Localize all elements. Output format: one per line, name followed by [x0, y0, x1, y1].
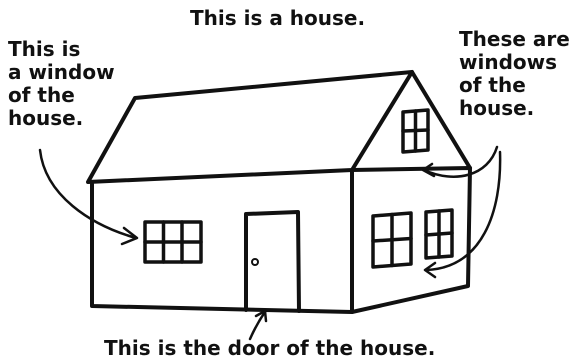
left-window-label-line: of the: [8, 83, 75, 107]
gable-edge: [410, 70, 472, 170]
right-windows-label-line: windows: [459, 50, 558, 74]
right-windows-label: These are windows of the house.: [459, 28, 570, 120]
right-windows-label-line: These are: [459, 27, 570, 51]
left-window-label-line: This is: [8, 37, 81, 61]
roof-slope: [86, 70, 414, 184]
left-window-label: This is a window of the house.: [8, 38, 115, 130]
arrow-to-front-window: [38, 148, 139, 246]
left-window-label-line: house.: [8, 106, 84, 130]
front-window: [143, 220, 203, 264]
side-window-1: [371, 211, 413, 269]
roof: [86, 70, 472, 184]
arrow-to-gable-window: [421, 145, 499, 178]
right-windows-label-line: house.: [459, 96, 535, 120]
gable-window: [401, 108, 430, 154]
arrow-to-side-windows: [423, 150, 502, 279]
side-wall: [350, 166, 472, 314]
title-label: This is a house.: [190, 6, 366, 30]
front-wall: [90, 168, 354, 314]
door-knob: [251, 258, 259, 266]
door-label: This is the door of the house.: [104, 336, 436, 360]
arrow-to-door: [248, 309, 268, 341]
left-window-label-line: a window: [8, 60, 115, 84]
door: [244, 210, 301, 313]
right-windows-label-line: of the: [459, 73, 526, 97]
side-window-2: [424, 208, 454, 260]
